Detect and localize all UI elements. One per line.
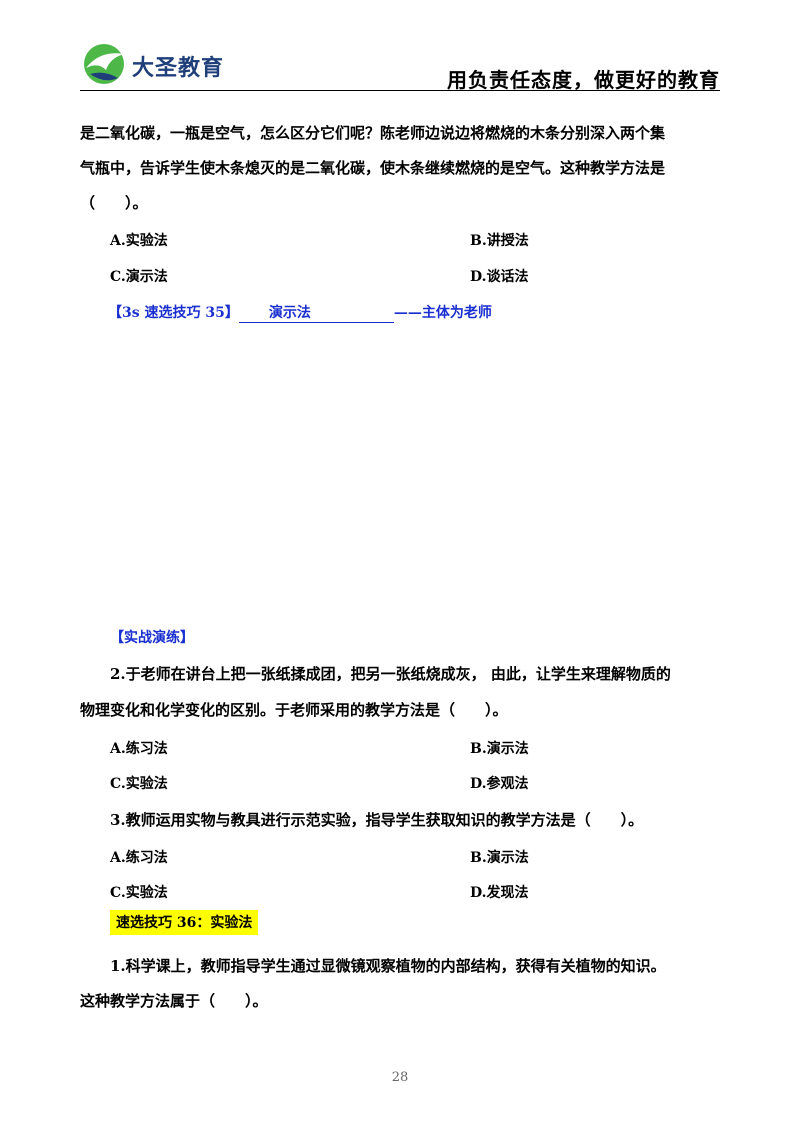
speed-tip-36: 速选技巧 36：实验法 <box>110 910 259 935</box>
option-d: D.谈话法 <box>470 269 529 285</box>
tip-prefix: 【3s 速选技巧 35】 <box>108 305 239 321</box>
q3-option-c: C.实验法 <box>110 885 168 901</box>
q3-option-a: A.练习法 <box>110 850 168 866</box>
q2-option-c: C.实验法 <box>110 776 168 792</box>
page-number: 28 <box>391 1070 409 1085</box>
q3-option-b: B.演示法 <box>470 850 529 866</box>
section-title: 【实战演练】 <box>110 630 194 646</box>
q2-option-a: A.练习法 <box>110 741 168 757</box>
option-a: A.实验法 <box>110 233 168 249</box>
intro-line-2: 气瓶中，告诉学生使木条熄灭的是二氧化碳，使木条继续燃烧的是空气。这种教学方法是 <box>80 159 666 177</box>
logo: 大圣教育 <box>80 40 240 88</box>
q1b-line-2: 这种教学方法属于（ ）。 <box>80 992 268 1010</box>
tip-answer: 演示法 <box>238 302 394 323</box>
header-divider <box>80 90 720 91</box>
page-header: 大圣教育 用负责任态度，做更好的教育 <box>80 40 720 92</box>
q3-stem: 3.教师运用实物与教具进行示范实验，指导学生获取知识的教学方法是（ ）。 <box>110 811 644 829</box>
bird-logo-icon <box>84 44 124 84</box>
header-slogan: 用负责任态度，做更好的教育 <box>447 68 720 92</box>
option-c: C.演示法 <box>110 269 168 285</box>
q3-option-d: D.发现法 <box>470 885 529 901</box>
logo-text: 大圣教育 <box>132 56 225 81</box>
intro-line-1: 是二氧化碳，一瓶是空气，怎么区分它们呢？陈老师边说边将燃烧的木条分别深入两个集 <box>80 124 666 142</box>
q2-option-b: B.演示法 <box>470 741 529 757</box>
intro-line-3: （ ）。 <box>80 194 148 212</box>
q2-option-d: D.参观法 <box>470 776 529 792</box>
option-b: B.讲授法 <box>470 233 529 249</box>
tip-suffix: ——主体为老师 <box>393 305 492 321</box>
q2-line-1: 2.于老师在讲台上把一张纸揉成团，把另一张纸烧成灰， 由此，让学生来理解物质的 <box>110 665 671 683</box>
speed-tip-35: 【3s 速选技巧 35】演示法——主体为老师 <box>108 302 492 323</box>
q1b-line-1: 1.科学课上，教师指导学生通过显微镜观察植物的内部结构，获得有关植物的知识。 <box>110 957 666 975</box>
q2-line-2: 物理变化和化学变化的区别。于老师采用的教学方法是（ ）。 <box>80 701 508 719</box>
